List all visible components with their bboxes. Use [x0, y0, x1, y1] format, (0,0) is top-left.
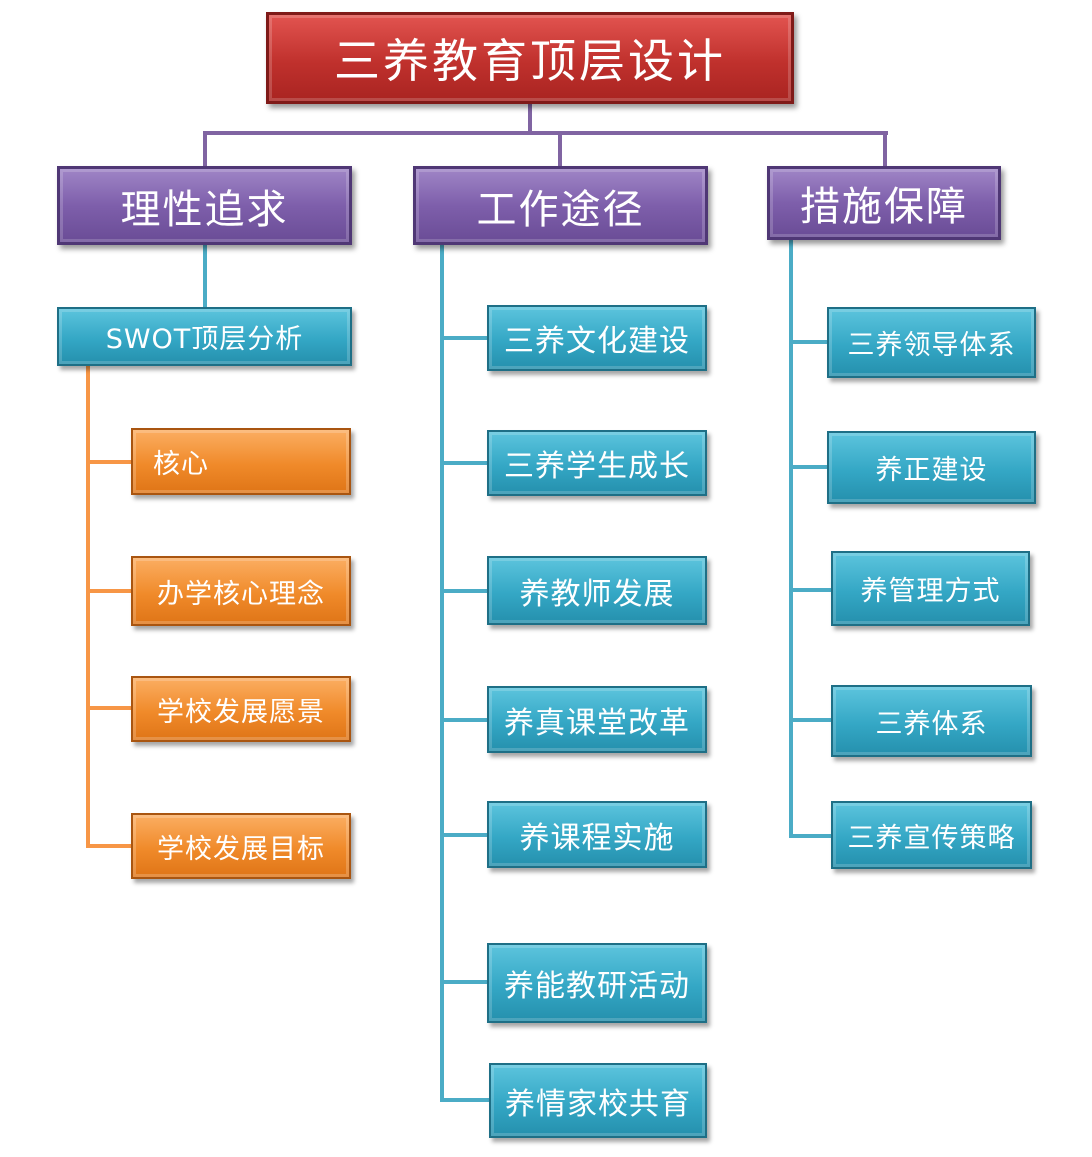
connector [528, 102, 532, 134]
branch1-item-node: 学校发展愿景 [131, 676, 351, 742]
category-node-rational-pursuit: 理性追求 [57, 166, 352, 245]
branch3-item-node: 三养宣传策略 [831, 801, 1032, 869]
branch2-item-node: 三养文化建设 [487, 305, 707, 371]
branch3-item-node: 养管理方式 [831, 551, 1030, 626]
branch2-item-node: 养能教研活动 [487, 943, 707, 1023]
connector [86, 460, 134, 464]
connector [440, 833, 490, 837]
connector [86, 364, 90, 848]
branch2-item-node: 养真课堂改革 [487, 686, 707, 753]
branch3-item-node: 三养体系 [831, 685, 1032, 757]
connector [440, 980, 490, 984]
connector [789, 718, 831, 722]
branch2-item-node: 养课程实施 [487, 801, 707, 868]
connector [789, 465, 831, 469]
connector [440, 243, 444, 1102]
connector [203, 131, 888, 135]
connector [789, 340, 831, 344]
branch2-item-node: 三养学生成长 [487, 430, 707, 496]
branch2-item-node: 养情家校共育 [489, 1063, 707, 1138]
category-node-measures: 措施保障 [767, 166, 1001, 240]
connector [789, 588, 831, 592]
connector [86, 706, 134, 710]
connector [440, 1098, 490, 1102]
connector [789, 834, 831, 838]
connector [883, 131, 887, 168]
connector [558, 131, 562, 168]
connector [440, 336, 490, 340]
connector [440, 589, 490, 593]
connector [203, 131, 207, 168]
connector [440, 461, 490, 465]
connector [86, 844, 134, 848]
branch2-item-node: 养教师发展 [487, 556, 707, 625]
connector [789, 238, 793, 838]
root-node: 三养教育顶层设计 [266, 12, 794, 104]
branch3-item-node: 三养领导体系 [827, 307, 1036, 378]
connector [86, 589, 134, 593]
connector [203, 243, 207, 309]
connector [440, 718, 490, 722]
category-node-work-approach: 工作途径 [413, 166, 708, 245]
branch1-item-node: 核心 [131, 428, 351, 495]
branch3-item-node: 养正建设 [827, 431, 1036, 504]
branch1-item-node: 办学核心理念 [131, 556, 351, 626]
swot-analysis-node: SWOT顶层分析 [57, 307, 352, 366]
branch1-item-node: 学校发展目标 [131, 813, 351, 879]
